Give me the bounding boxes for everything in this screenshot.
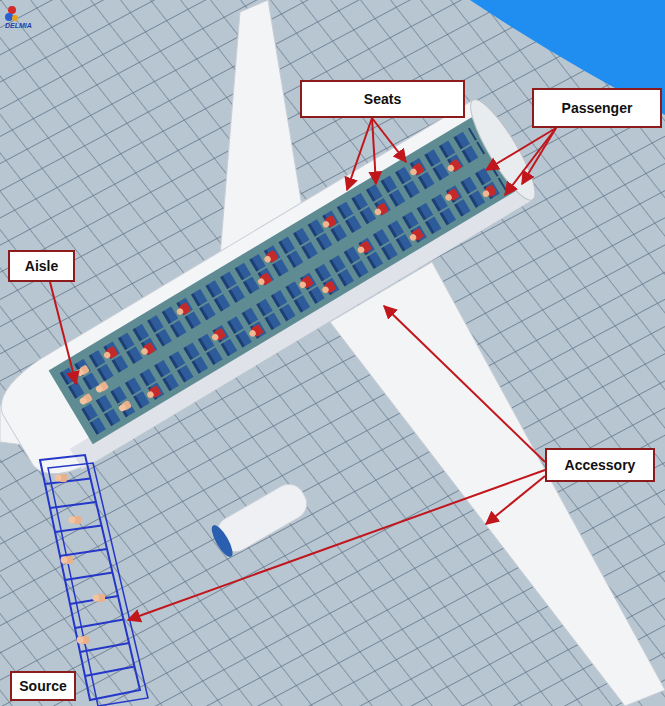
leader-line: [347, 118, 372, 190]
leader-line: [50, 282, 76, 384]
passenger: [320, 280, 336, 295]
leader-line: [384, 306, 545, 462]
cabin-floor: [49, 117, 516, 444]
leader-line: [486, 128, 556, 170]
passenger: [102, 346, 118, 361]
passenger: [321, 215, 337, 230]
lower-wing: [330, 262, 665, 706]
passenger: [256, 272, 272, 287]
leader-line: [372, 118, 406, 162]
passenger: [446, 159, 462, 174]
leader-line: [486, 476, 545, 524]
passenger: [61, 556, 73, 564]
engine: [208, 478, 313, 559]
passenger: [69, 516, 81, 524]
stairs-frame: [40, 455, 140, 700]
logo-dot: [8, 6, 16, 14]
boarding-stairs: [40, 455, 148, 706]
leader-line: [505, 128, 556, 195]
passenger: [94, 381, 109, 394]
stairs-back-frame: [48, 463, 148, 706]
passenger: [356, 240, 372, 255]
callout-text: Accessory: [565, 457, 636, 473]
seat-rows: [58, 124, 509, 438]
callout-box: Passenger: [532, 88, 662, 128]
passenger: [139, 342, 155, 357]
passenger: [481, 184, 497, 199]
callout-box: Aisle: [8, 250, 75, 282]
leader-line: [522, 128, 556, 184]
logo-icon: [5, 6, 18, 21]
fuselage: [0, 93, 545, 490]
fuselage-body: [0, 100, 533, 490]
logo-dot: [12, 15, 18, 21]
passenger: [408, 162, 424, 177]
callout-text: Seats: [364, 91, 401, 107]
logo-dot: [5, 13, 13, 21]
passenger: [175, 302, 191, 317]
passenger: [210, 328, 226, 343]
passenger: [75, 364, 90, 377]
passenger: [117, 400, 132, 413]
stair-steps: [45, 479, 135, 677]
engine-intake: [208, 522, 236, 559]
callout-text: Aisle: [25, 258, 58, 274]
passenger: [297, 275, 313, 290]
stair-passengers: [55, 474, 105, 644]
passenger: [78, 393, 93, 406]
callout-text: Source: [19, 678, 66, 694]
callout-box: Source: [10, 671, 76, 701]
leader-line: [128, 470, 545, 620]
passenger: [247, 324, 263, 339]
passenger: [77, 636, 89, 644]
passenger: [55, 474, 67, 482]
passengers: [64, 136, 497, 432]
passenger: [93, 594, 105, 602]
callout-box: Accessory: [545, 448, 655, 482]
passenger: [443, 188, 459, 203]
passenger: [373, 202, 389, 217]
passenger: [262, 250, 278, 265]
passenger: [145, 385, 161, 400]
passenger: [408, 228, 424, 243]
callout-text: Passenger: [562, 100, 633, 116]
logo-text: DELMIA: [5, 22, 32, 29]
leader-lines: [50, 118, 556, 620]
callout-box: Seats: [300, 80, 465, 118]
leader-line: [372, 118, 376, 184]
